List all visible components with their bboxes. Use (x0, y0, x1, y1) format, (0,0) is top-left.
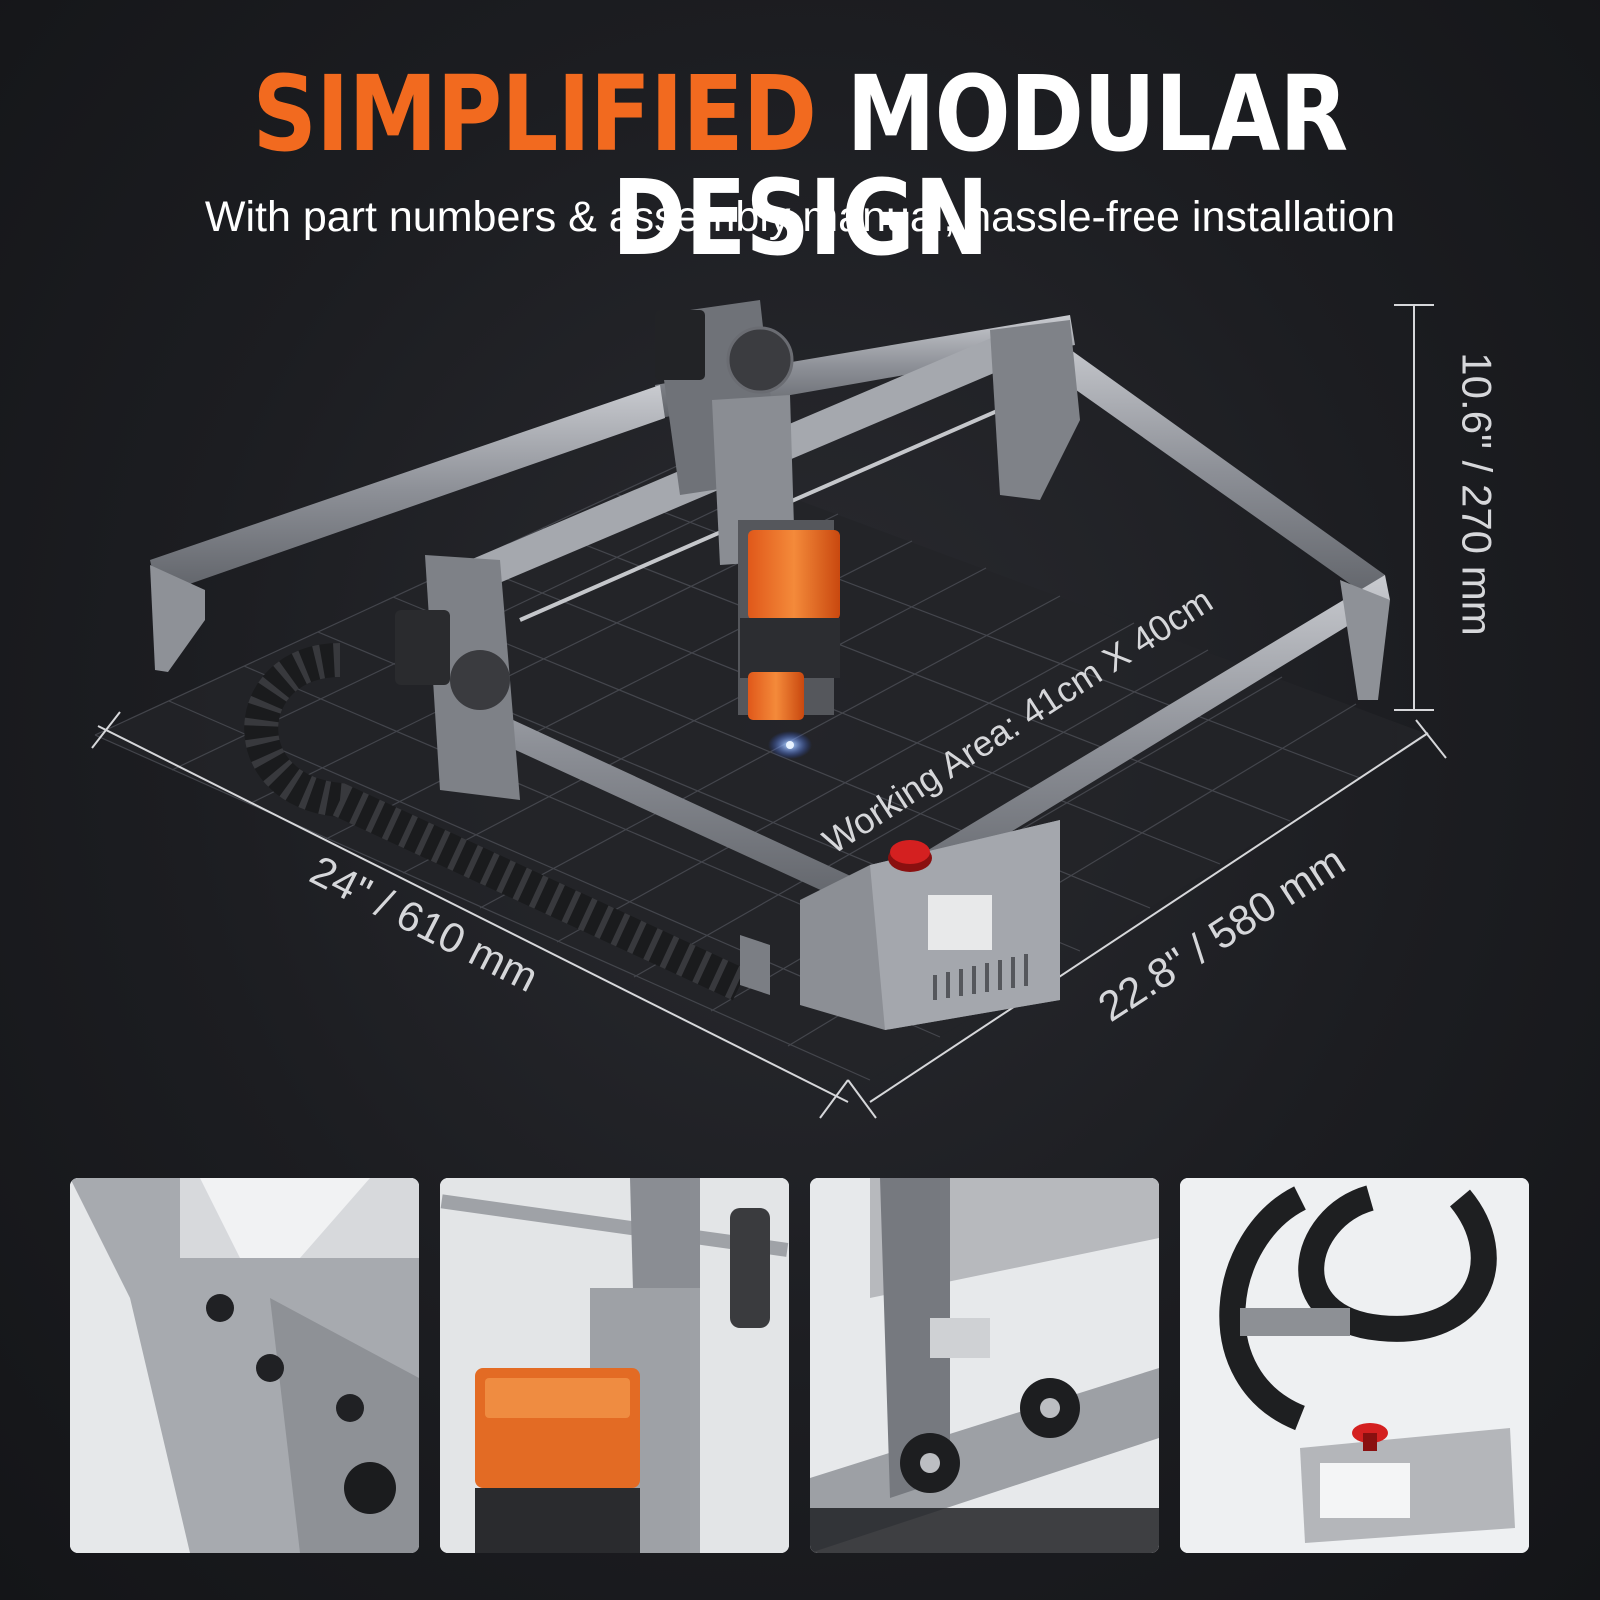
left-rail (150, 385, 665, 595)
control-box (800, 820, 1060, 1030)
engraver-illustration (91, 300, 1447, 1119)
thumbnail-belt-pulley (810, 1178, 1159, 1553)
page-title: SIMPLIFIED MODULAR DESIGN (112, 62, 1488, 270)
thumbnail-corner-bracket (70, 1178, 419, 1553)
title-accent: SIMPLIFIED (252, 53, 817, 175)
title-rest: MODULAR DESIGN (611, 53, 1348, 279)
dimension-lines (91, 304, 1447, 1119)
front-rail (470, 575, 1390, 915)
page-subtitle: With part numbers & assembly manual, has… (204, 193, 1396, 241)
thumbnail-laser-module (440, 1178, 789, 1553)
height-dimension: 10.6" / 270 mm (1453, 352, 1501, 636)
laser-module (738, 520, 840, 759)
hero-product-image: 10.6" / 270 mm 24" / 610 mm 22.8" / 580 … (0, 260, 1600, 1140)
thumbnail-control-box (1180, 1178, 1529, 1553)
right-rail (1045, 335, 1385, 605)
